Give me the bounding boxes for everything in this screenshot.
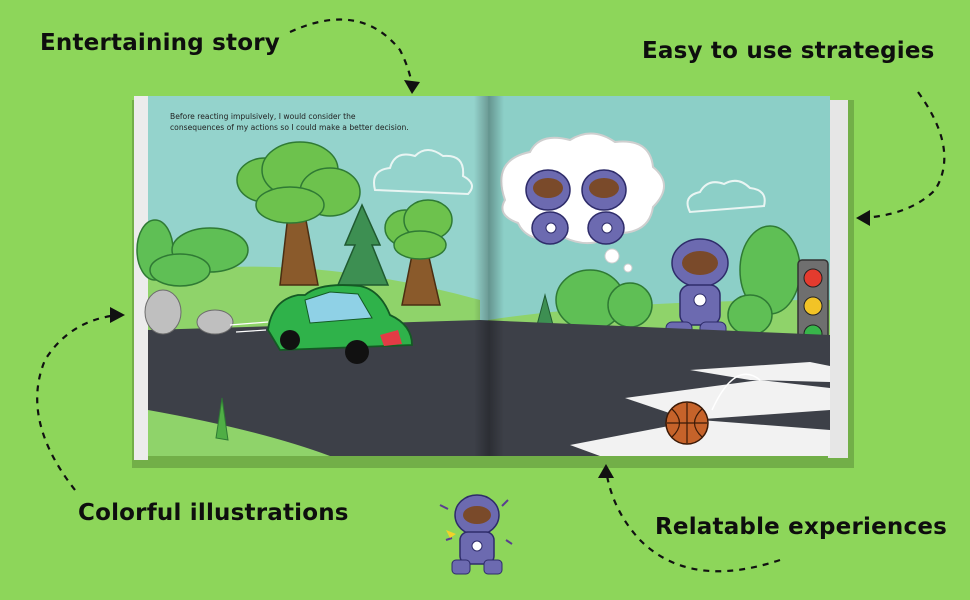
green-car (267, 284, 413, 364)
left-page-edge (134, 96, 148, 460)
basketball-icon (665, 401, 709, 445)
bushes-right (555, 225, 801, 336)
pine-tree (336, 203, 390, 286)
book-page-text: Before reacting impulsively, I would con… (170, 112, 409, 132)
callout-easy-strategies: Easy to use strategies (642, 38, 935, 64)
tree-large (236, 141, 361, 286)
ninja-mascot (439, 494, 513, 575)
clouds (373, 149, 766, 214)
book-gutter (474, 96, 504, 456)
tree-small (384, 199, 453, 306)
arrow-heads (110, 80, 870, 478)
dashed-arrows (36, 18, 946, 573)
callout-colorful-illustrations: Colorful illustrations (78, 500, 349, 526)
callout-relatable-experiences: Relatable experiences (655, 514, 948, 540)
callout-entertaining-story: Entertaining story (40, 30, 280, 56)
right-page-edge (828, 100, 848, 458)
thought-bubble (500, 132, 665, 273)
exhaust-puffs (144, 289, 234, 335)
bushes-left (136, 219, 249, 287)
